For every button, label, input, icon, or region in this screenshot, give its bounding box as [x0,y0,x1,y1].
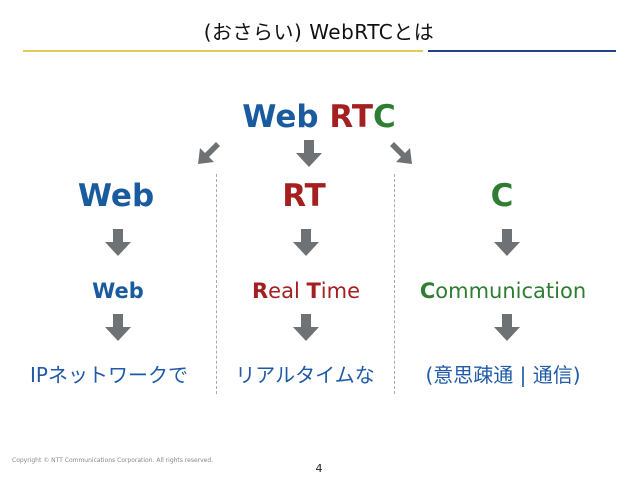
col-c-meaning: (意思疎通 | 通信) [425,363,581,387]
col-c-label: C [490,178,514,214]
col-rt-expanded: Real Time [216,279,396,303]
divider-right [394,174,395,394]
arrow-down-icon [494,229,520,256]
page-number: 4 [315,462,323,475]
col-web-meaning: IPネットワークで [30,363,188,387]
rt-eal-text: eal [268,279,307,303]
arrow-down-icon [494,314,520,341]
col-rt-meaning: リアルタイムな [235,363,375,387]
title-underline-left [23,50,423,52]
heading-r: R [329,99,352,135]
divider-left [216,174,217,394]
arrow-down-icon [296,140,322,167]
rt-t-letter: T [306,279,321,303]
heading-web: Web [242,99,319,135]
rt-r-letter: R [251,279,269,303]
arrow-down-icon [105,229,131,256]
col-web-label: Web [77,178,155,214]
col-web-expanded: Web [92,279,144,303]
arrow-down-icon [293,314,319,341]
heading-t: T [351,99,373,135]
heading-c: C [372,99,396,135]
c-letter: C [419,279,436,303]
title-underline-right [428,50,616,52]
arrow-down-right-icon [390,142,412,164]
arrow-down-icon [105,314,131,341]
webrtc-heading: Web RTC [160,99,478,135]
col-rt-label: RT [282,178,326,214]
c-rest-text: ommunication [435,279,587,303]
slide-title: (おさらい) WebRTCとは [203,20,435,44]
rt-ime-text: ime [320,279,361,303]
col-c-expanded: Communication [398,279,608,303]
copyright-notice: Copyright © NTT Communications Corporati… [12,457,214,464]
arrow-down-left-icon [198,142,220,164]
arrow-down-icon [293,229,319,256]
